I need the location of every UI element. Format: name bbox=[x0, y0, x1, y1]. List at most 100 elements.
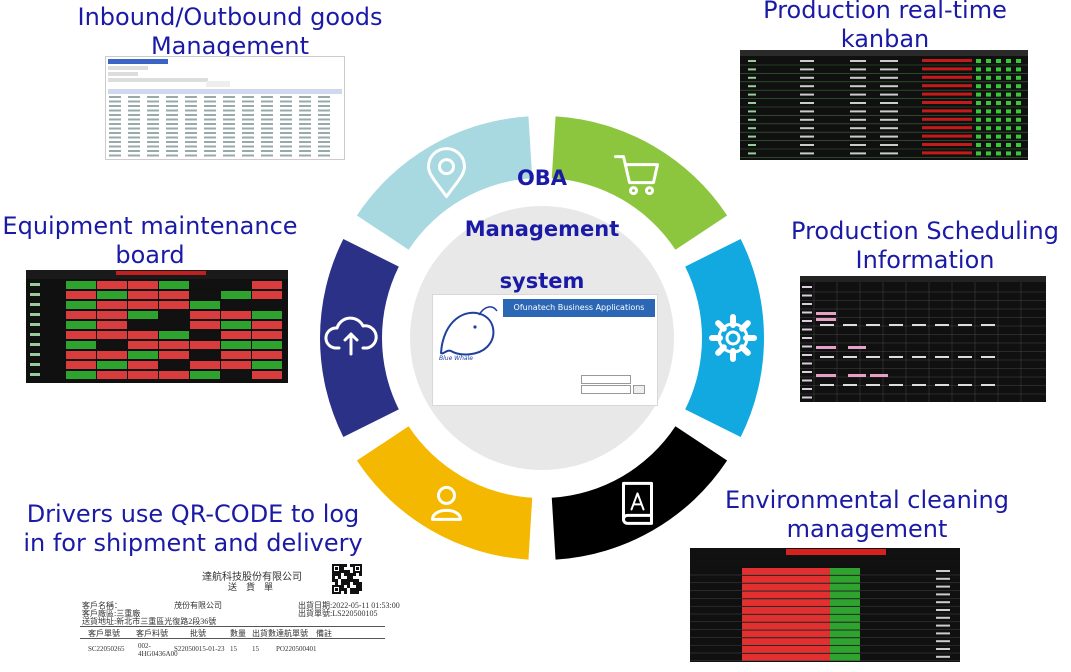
qr-code-icon bbox=[332, 564, 362, 594]
status-light bbox=[976, 117, 981, 122]
doc-th-5: 達航單號 bbox=[276, 629, 308, 638]
table-cell bbox=[147, 136, 159, 139]
env-status-green bbox=[830, 646, 860, 653]
table-cell bbox=[280, 136, 292, 139]
status-bar bbox=[922, 101, 972, 104]
segment-book bbox=[551, 426, 728, 560]
center-title-line1: OBA bbox=[516, 166, 568, 190]
status-cell bbox=[252, 301, 282, 309]
table-cell bbox=[204, 127, 216, 130]
status-cell bbox=[252, 321, 282, 329]
row-label bbox=[748, 93, 756, 96]
table-cell bbox=[128, 150, 140, 152]
status-light bbox=[976, 134, 981, 139]
table-cell bbox=[147, 141, 159, 143]
table-cell bbox=[299, 150, 311, 152]
env-status-green bbox=[830, 622, 860, 630]
status-light bbox=[996, 151, 1001, 156]
location-pin-icon bbox=[427, 147, 466, 199]
table-cell bbox=[299, 109, 311, 112]
status-bar bbox=[922, 67, 972, 71]
table-cell bbox=[204, 150, 216, 152]
row-label bbox=[802, 379, 812, 382]
status-cell bbox=[252, 351, 282, 359]
table-cell bbox=[242, 100, 254, 103]
table-column-header bbox=[108, 89, 342, 94]
status-light bbox=[986, 59, 991, 63]
status-cell bbox=[159, 311, 189, 319]
table-cell bbox=[128, 109, 140, 112]
status-light bbox=[1016, 134, 1021, 139]
table-cell bbox=[242, 136, 254, 139]
table-cell bbox=[299, 96, 311, 98]
table-header-bar bbox=[108, 59, 168, 64]
row-label bbox=[30, 373, 40, 376]
table-cell bbox=[204, 96, 216, 98]
status-light bbox=[1006, 67, 1011, 72]
table-cell bbox=[223, 150, 235, 152]
status-cell bbox=[159, 281, 189, 289]
status-cell bbox=[159, 301, 189, 309]
status-cell bbox=[252, 281, 282, 289]
table-cell bbox=[147, 127, 159, 130]
status-cell bbox=[252, 361, 282, 369]
table-cell bbox=[147, 145, 159, 148]
status-light bbox=[996, 117, 1001, 122]
table-cell bbox=[166, 150, 178, 152]
status-cell bbox=[221, 341, 251, 349]
status-light bbox=[976, 67, 981, 72]
status-cell bbox=[221, 351, 251, 359]
status-cell bbox=[128, 281, 158, 289]
table-cell bbox=[204, 100, 216, 103]
table-cell bbox=[318, 145, 330, 148]
status-light bbox=[1016, 92, 1021, 97]
row-label bbox=[748, 152, 756, 155]
doc-ship-no: 出貨單號:LS220500105 bbox=[298, 609, 378, 618]
table-cell bbox=[147, 123, 159, 125]
login-banner: Ofunatech Business Applications bbox=[503, 299, 655, 317]
environmental-cleaning-screenshot bbox=[690, 548, 960, 662]
whale-logo-text: Blue Whale bbox=[439, 355, 473, 362]
status-cell bbox=[97, 281, 127, 289]
table-cell bbox=[242, 105, 254, 107]
status-cell bbox=[221, 361, 251, 369]
table-cell bbox=[166, 145, 178, 148]
row-label bbox=[802, 362, 812, 365]
status-light bbox=[986, 67, 991, 72]
status-cell bbox=[190, 341, 220, 349]
env-status-red bbox=[742, 653, 830, 661]
table-cell bbox=[128, 127, 140, 130]
table-cell bbox=[147, 96, 159, 98]
row-label bbox=[748, 60, 756, 62]
table-cell bbox=[318, 123, 330, 125]
status-light bbox=[986, 75, 991, 80]
task-block bbox=[848, 374, 866, 377]
table-cell bbox=[185, 127, 197, 130]
table-cell bbox=[109, 150, 121, 152]
status-light bbox=[1006, 101, 1011, 105]
table-cell bbox=[128, 105, 140, 107]
status-light bbox=[996, 92, 1001, 97]
book-icon bbox=[622, 481, 653, 525]
status-cell bbox=[190, 331, 220, 339]
row-label bbox=[802, 337, 812, 339]
table-cell bbox=[261, 132, 273, 134]
login-button[interactable] bbox=[633, 385, 645, 394]
segment-cloud bbox=[320, 238, 399, 438]
table-cell bbox=[223, 136, 235, 139]
table-cell bbox=[185, 96, 197, 98]
table-cell bbox=[223, 132, 235, 134]
password-field[interactable] bbox=[581, 385, 631, 394]
table-cell bbox=[280, 109, 292, 112]
table-cell bbox=[128, 96, 140, 98]
table-cell bbox=[109, 118, 121, 121]
status-light bbox=[1016, 67, 1021, 72]
status-cell bbox=[66, 291, 96, 299]
row-label bbox=[802, 345, 812, 348]
status-light bbox=[996, 75, 1001, 80]
doc-cell-4: 15 bbox=[252, 645, 259, 653]
username-field[interactable] bbox=[581, 375, 631, 384]
env-status-green bbox=[830, 591, 860, 599]
status-light bbox=[1016, 84, 1021, 89]
doc-delivery-address: 送貨地址:新北市三重區光復路2段36號 bbox=[82, 617, 217, 626]
